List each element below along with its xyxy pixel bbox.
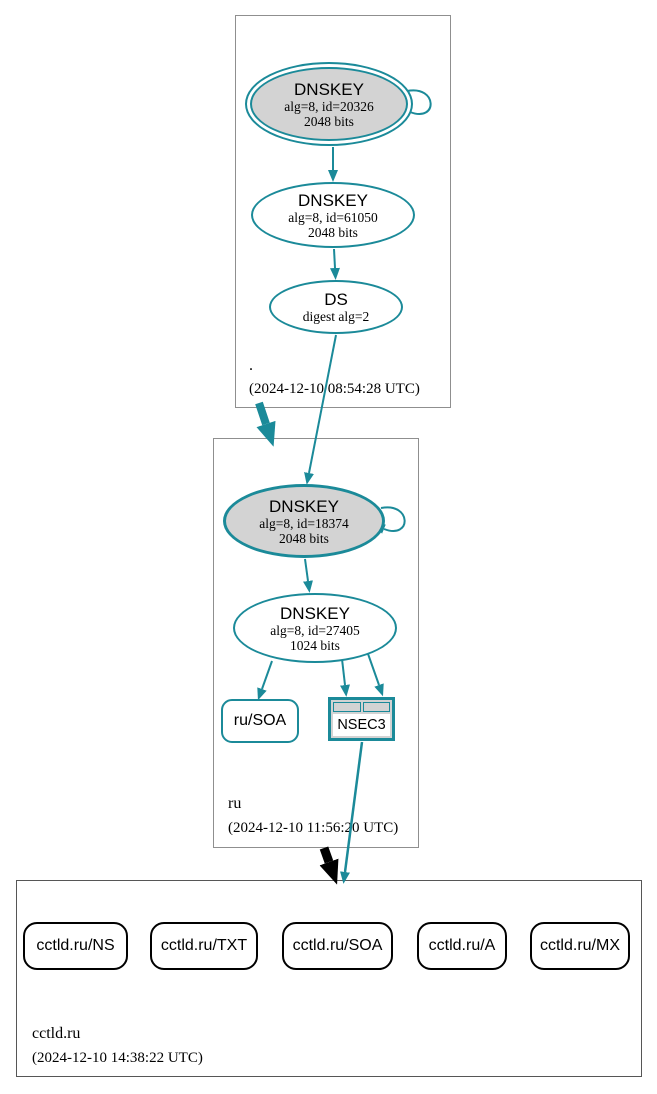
node-cctld-ru-ns[interactable]: cctld.ru/NS: [23, 922, 128, 970]
node-detail: alg=8, id=18374: [259, 515, 349, 531]
node-title: DS: [324, 290, 348, 309]
nsec3-record-cell: [362, 702, 390, 712]
node-root-dnskey-ksk[interactable]: DNSKEY alg=8, id=20326 2048 bits: [245, 62, 413, 146]
node-detail: alg=8, id=61050: [288, 209, 378, 225]
zone-timestamp-root: (2024-12-10 08:54:28 UTC): [249, 381, 420, 397]
node-cctld-ru-mx[interactable]: cctld.ru/MX: [530, 922, 630, 970]
edge-delegation-ru-to-cctld-ru: [319, 846, 339, 885]
node-cctld-ru-txt[interactable]: cctld.ru/TXT: [150, 922, 258, 970]
node-bits: 2048 bits: [279, 530, 329, 546]
nsec3-record-cells: [333, 702, 390, 712]
node-ru-dnskey-ksk[interactable]: DNSKEY alg=8, id=18374 2048 bits: [223, 484, 385, 558]
node-root-ds[interactable]: DS digest alg=2: [269, 280, 403, 334]
node-title: DNSKEY: [280, 603, 350, 623]
node-title: DNSKEY: [269, 496, 339, 516]
node-bits: 2048 bits: [308, 224, 358, 240]
zone-box-cctld-ru: [16, 880, 642, 1077]
zone-label-cctld-ru: cctld.ru: [32, 1025, 81, 1042]
nsec3-record-cell: [333, 702, 361, 712]
node-cctld-ru-a[interactable]: cctld.ru/A: [417, 922, 507, 970]
zone-label-root: .: [249, 357, 253, 374]
node-detail: alg=8, id=27405: [270, 622, 360, 638]
node-nsec3[interactable]: NSEC3: [328, 697, 395, 741]
node-ru-dnskey-zsk[interactable]: DNSKEY alg=8, id=27405 1024 bits: [233, 593, 397, 663]
node-root-dnskey-zsk[interactable]: DNSKEY alg=8, id=61050 2048 bits: [251, 182, 415, 248]
node-root-dnskey-ksk-inner: DNSKEY alg=8, id=20326 2048 bits: [250, 67, 408, 141]
node-detail: digest alg=2: [302, 309, 370, 324]
node-detail: alg=8, id=20326: [284, 98, 374, 114]
node-ru-soa[interactable]: ru/SOA: [221, 699, 299, 743]
node-bits: 2048 bits: [304, 113, 354, 129]
node-title: DNSKEY: [298, 190, 368, 210]
nsec3-label: NSEC3: [333, 714, 390, 736]
zone-timestamp-ru: (2024-12-10 11:56:20 UTC): [228, 820, 399, 836]
zone-timestamp-cctld-ru: (2024-12-10 14:38:22 UTC): [32, 1050, 203, 1066]
zone-label-ru: ru: [228, 795, 242, 812]
node-cctld-ru-soa[interactable]: cctld.ru/SOA: [282, 922, 393, 970]
node-bits: 1024 bits: [290, 637, 340, 653]
node-title: DNSKEY: [294, 79, 364, 99]
